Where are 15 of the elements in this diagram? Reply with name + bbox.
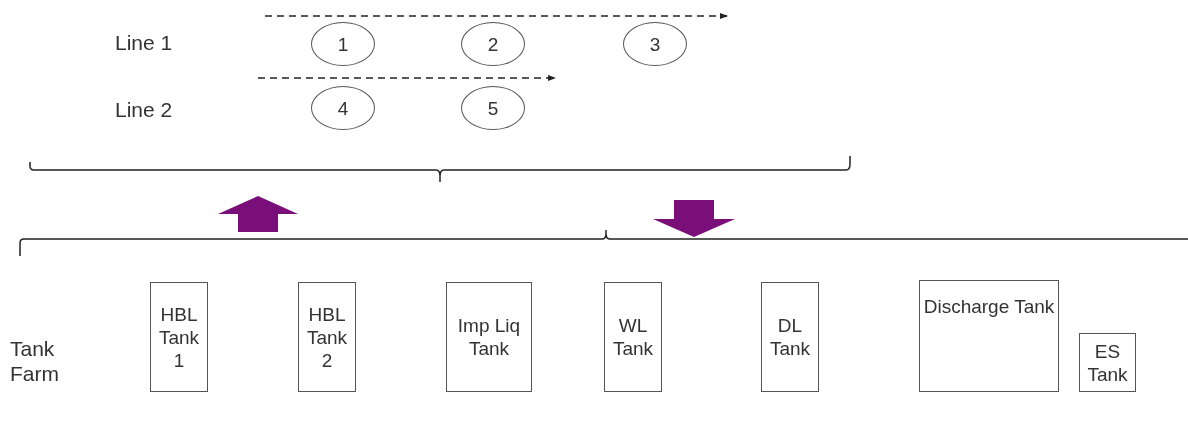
tank-box: HBL Tank 1 <box>150 282 208 392</box>
line-label: Line 2 <box>115 97 173 122</box>
numbered-circle: 3 <box>623 22 687 66</box>
tank-box: Imp Liq Tank <box>446 282 532 392</box>
tank-box: HBL Tank 2 <box>298 282 356 392</box>
numbered-circle: 5 <box>461 86 525 130</box>
tank-box: WL Tank <box>604 282 662 392</box>
tank-box: DL Tank <box>761 282 819 392</box>
tank-box: ES Tank <box>1079 333 1136 392</box>
numbered-circle: 1 <box>311 22 375 66</box>
line-label: Line 1 <box>115 30 173 55</box>
numbered-circle: 2 <box>461 22 525 66</box>
area-label: Tank Farm <box>10 336 60 386</box>
tank-box: Discharge Tank <box>919 280 1059 392</box>
numbered-circle: 4 <box>311 86 375 130</box>
